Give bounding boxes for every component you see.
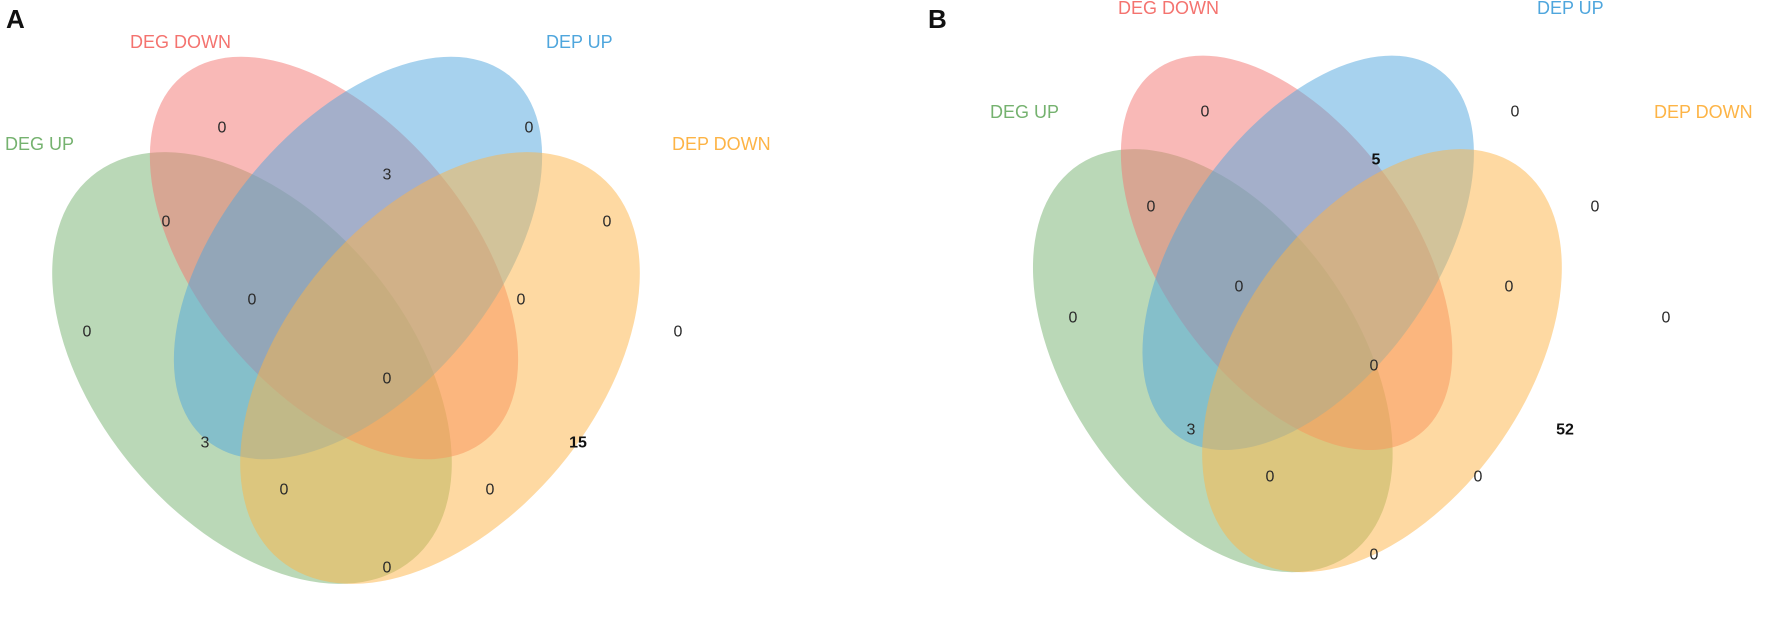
count-deg-down-dep-up-dep-down: 0 — [1505, 279, 1514, 296]
set-dep-down — [240, 152, 640, 584]
label-deg-down: DEG DOWN — [130, 32, 231, 52]
count-deg-up-dep-down: 0 — [1370, 547, 1379, 564]
venn-panel-b: B DEG UP DEG DOWN DEP UP DEP DOWN 0 0 0 … — [886, 0, 1772, 631]
count-all-four: 0 — [383, 371, 392, 388]
venn-diagram: DEG UP DEG DOWN DEP UP DEP DOWN 0 0 0 0 … — [5, 32, 771, 584]
count-deg-down-dep-up: 5 — [1372, 152, 1381, 169]
label-dep-down: DEP DOWN — [1654, 102, 1753, 122]
count-deg-up-dep-up-dep-down: 0 — [280, 482, 289, 499]
region-counts: 0 0 0 0 3 0 0 0 0 0 3 15 0 0 0 — [83, 120, 683, 577]
label-dep-up: DEP UP — [1537, 0, 1604, 18]
count-deg-up-deg-down: 0 — [162, 214, 171, 231]
panel-letter: A — [6, 4, 25, 34]
count-deg-down-dep-up-dep-down: 0 — [517, 292, 526, 309]
set-labels: DEG UP DEG DOWN DEP UP DEP DOWN — [990, 0, 1753, 122]
count-deg-down-only: 0 — [1201, 104, 1210, 121]
count-deg-up-deg-down-dep-up: 0 — [248, 292, 257, 309]
count-all-four: 0 — [1370, 358, 1379, 375]
count-dep-up-dep-down: 0 — [603, 214, 612, 231]
count-deg-up-only: 0 — [1069, 310, 1078, 327]
count-dep-up-only: 0 — [525, 120, 534, 137]
label-deg-up: DEG UP — [990, 102, 1059, 122]
count-dep-down-only: 0 — [674, 324, 683, 341]
count-deg-up-dep-down: 0 — [383, 560, 392, 577]
count-deg-up-deg-down-dep-down: 0 — [486, 482, 495, 499]
region-counts: 0 0 0 0 5 0 0 0 0 0 3 52 0 0 0 — [1069, 104, 1671, 564]
venn-sets — [52, 56, 640, 584]
label-deg-up: DEG UP — [5, 134, 74, 154]
count-deg-up-only: 0 — [83, 324, 92, 341]
panel-letter: B — [928, 4, 947, 34]
label-dep-down: DEP DOWN — [672, 134, 771, 154]
label-dep-up: DEP UP — [546, 32, 613, 52]
venn-sets — [1032, 55, 1562, 573]
count-dep-up-dep-down: 0 — [1591, 199, 1600, 216]
label-deg-down: DEG DOWN — [1118, 0, 1219, 18]
venn-diagram: DEG UP DEG DOWN DEP UP DEP DOWN 0 0 0 0 … — [990, 0, 1753, 573]
count-deg-up-deg-down-dep-down: 0 — [1474, 469, 1483, 486]
count-deg-up-dep-up: 3 — [201, 435, 210, 452]
count-deg-down-dep-up: 3 — [383, 167, 392, 184]
set-dep-down — [1202, 149, 1562, 573]
count-deg-down-dep-down: 52 — [1556, 422, 1574, 439]
count-dep-up-only: 0 — [1511, 104, 1520, 121]
count-deg-up-deg-down: 0 — [1147, 199, 1156, 216]
count-dep-down-only: 0 — [1662, 310, 1671, 327]
count-deg-down-dep-down: 15 — [569, 435, 587, 452]
set-labels: DEG UP DEG DOWN DEP UP DEP DOWN — [5, 32, 771, 154]
count-deg-down-only: 0 — [218, 120, 227, 137]
venn-panel-a: A DEG UP DEG DOWN DEP UP DEP DOWN 0 0 0 … — [5, 4, 771, 584]
count-deg-up-dep-up-dep-down: 0 — [1266, 469, 1275, 486]
count-deg-up-dep-up: 3 — [1187, 422, 1196, 439]
count-deg-up-deg-down-dep-up: 0 — [1235, 279, 1244, 296]
